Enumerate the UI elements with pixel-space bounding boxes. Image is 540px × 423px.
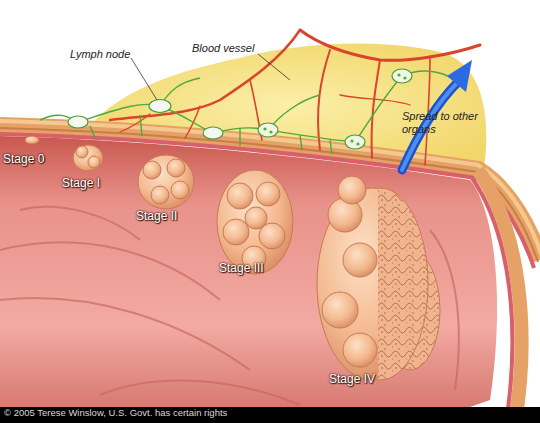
callout-label: Lymph node <box>70 48 130 61</box>
colon-lumen <box>0 136 497 407</box>
lymph-nodes <box>68 69 412 149</box>
stage-label: Stage I <box>62 177 100 191</box>
blood-vessels <box>110 30 480 165</box>
stage-label: Stage III <box>219 262 264 276</box>
colon-wall <box>0 121 540 423</box>
callout-label: Blood vessel <box>192 42 254 55</box>
stage-label: Stage 0 <box>3 153 44 167</box>
stage-label: Stage IV <box>329 373 375 387</box>
stage-2-tumor <box>138 155 194 209</box>
tumors <box>25 136 440 380</box>
leader-lines <box>131 54 290 100</box>
stage-label: Stage II <box>136 210 177 224</box>
copyright-note: © 2005 Terese Winslow, U.S. Govt. has ce… <box>4 408 227 419</box>
stage-0-tumor <box>25 136 39 144</box>
stage-4-tumor <box>317 176 440 380</box>
stage-1-tumor <box>73 145 103 171</box>
footer-bar <box>0 407 540 423</box>
stage-3-tumor <box>217 170 293 274</box>
lymph-vessels <box>40 71 455 154</box>
callout-label: Spread to other organs <box>402 110 480 135</box>
stage-4-cut-face <box>378 188 428 380</box>
